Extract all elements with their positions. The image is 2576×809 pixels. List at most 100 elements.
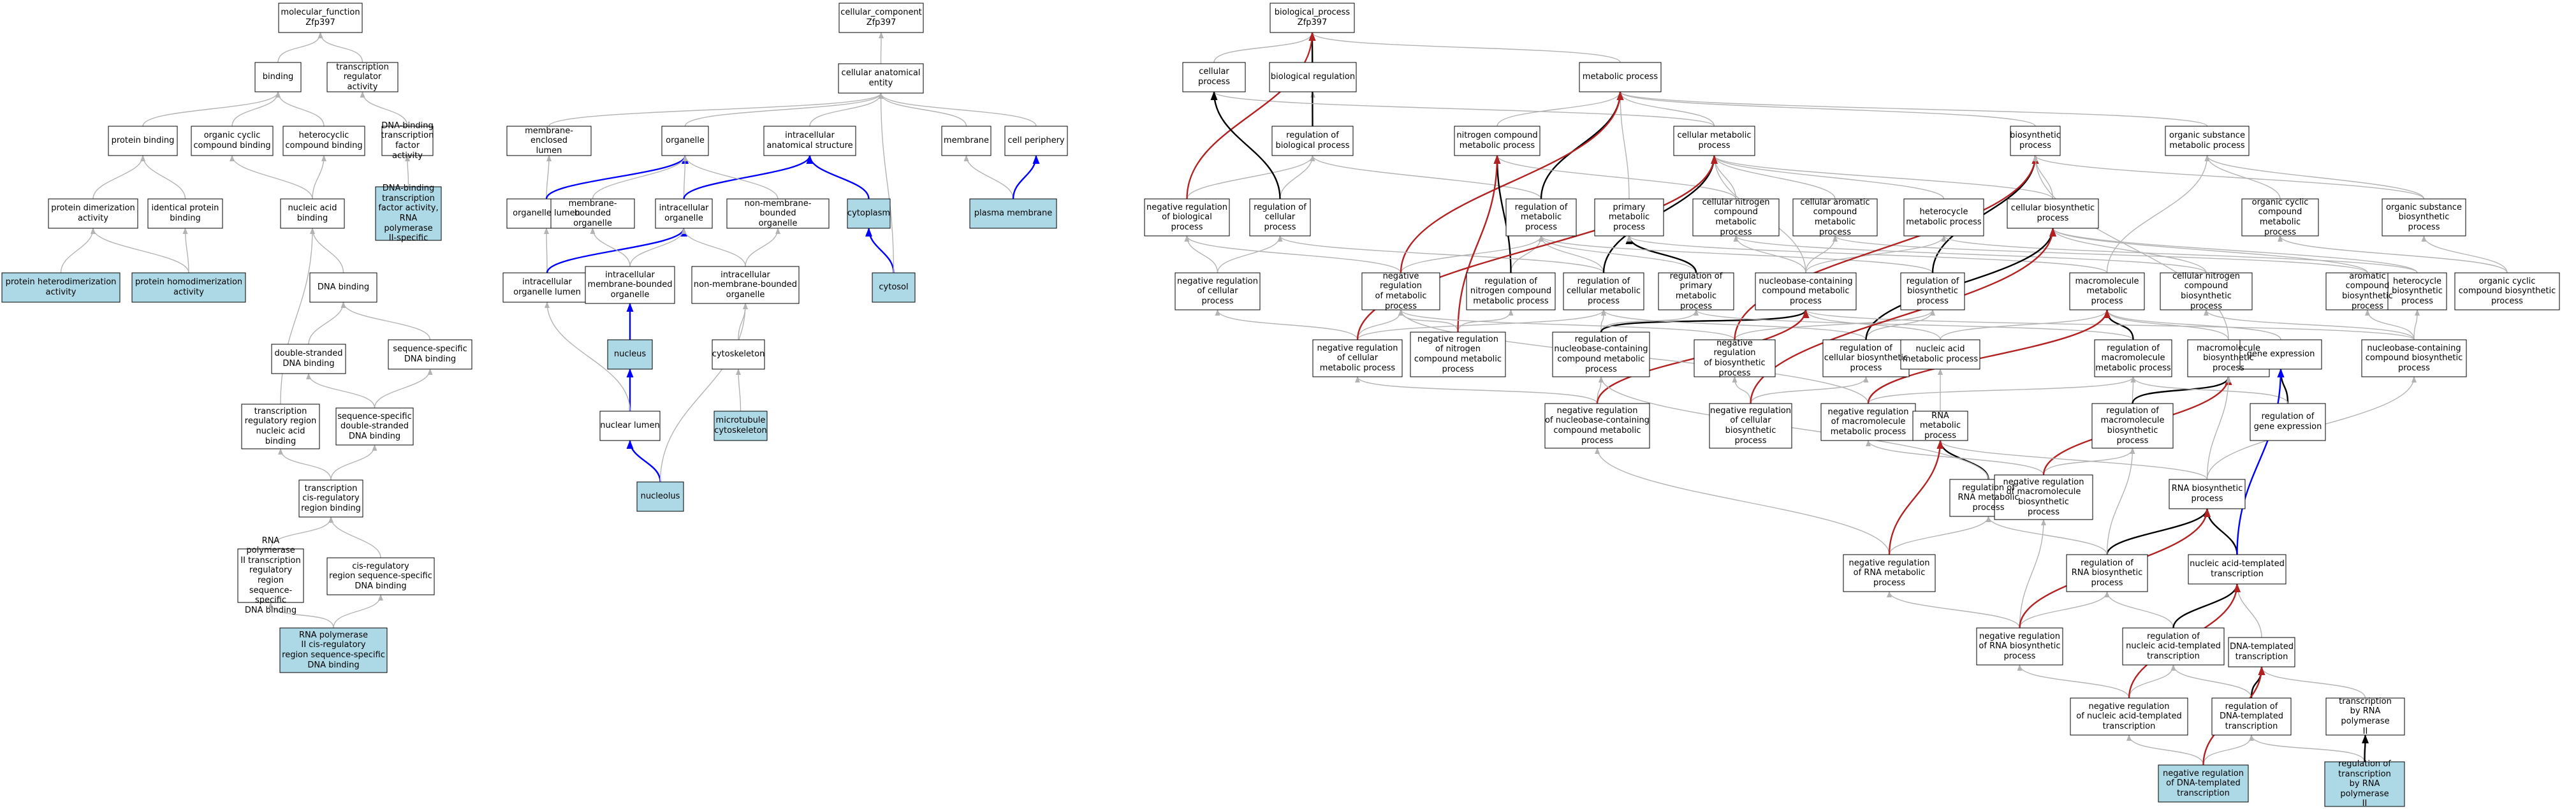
node-box-rcp[interactable] [1249,198,1311,237]
node-box-nrrnabp[interactable] [1976,627,2063,666]
node-box-rmbsp[interactable] [2091,403,2174,449]
node-box-mp[interactable] [1579,62,1662,92]
node-box-rbp[interactable] [1271,126,1354,156]
node-box-iol[interactable] [502,272,592,303]
node-box-natt[interactable] [2188,554,2287,585]
node-box-rncmp[interactable] [1466,272,1556,310]
node-box-rnamp[interactable] [1912,411,1968,441]
node-box-cmp[interactable] [1673,126,1755,156]
node-box-rnbcmp[interactable] [1552,332,1650,377]
node-box-hbp[interactable] [2387,272,2447,310]
node-box-nrcbsp[interactable] [1709,403,1792,449]
node-box-nrdtt[interactable] [2158,764,2249,803]
node-box-dbtf2[interactable] [375,186,442,241]
node-box-rnatt[interactable] [2122,627,2225,666]
node-box-inmbo[interactable] [691,266,800,304]
node-box-prot[interactable] [108,126,178,156]
node-box-mem[interactable] [941,126,992,156]
node-box-mf[interactable] [278,3,363,33]
node-box-cncmp[interactable] [1692,198,1780,237]
node-box-nab[interactable] [280,198,345,229]
node-box-rtrnap2[interactable] [2324,761,2405,807]
node-box-cc[interactable] [838,3,924,33]
node-box-idp[interactable] [147,198,223,229]
node-box-cp[interactable] [1182,62,1246,92]
node-box-cncbp[interactable] [2160,272,2253,310]
node-box-cper[interactable] [1004,126,1068,156]
node-box-occ[interactable] [191,126,274,156]
node-box-ias[interactable] [763,126,856,156]
node-box-osbp[interactable] [2382,198,2466,237]
node-box-dnab[interactable] [309,272,377,303]
node-box-trreg[interactable] [326,62,399,92]
node-box-tcrrb[interactable] [298,479,363,518]
node-box-io[interactable] [655,198,713,229]
node-box-breg[interactable] [1269,62,1357,92]
node-box-trrnab[interactable] [241,404,320,449]
node-box-nbcmp[interactable] [1755,272,1857,310]
node-box-occbp[interactable] [2454,272,2560,310]
node-box-bp[interactable] [1270,3,1355,33]
node-box-ssdna[interactable] [388,339,472,370]
node-box-rnap2tr[interactable] [237,548,304,603]
node-box-bsp[interactable] [2010,126,2061,156]
node-box-cacmp[interactable] [1792,198,1878,237]
node-box-cbsp[interactable] [2007,198,2099,229]
node-box-cae[interactable] [838,63,924,94]
node-box-cytosol[interactable] [872,272,916,303]
node-box-pm[interactable] [969,198,1057,229]
node-box-ge[interactable] [2239,339,2322,370]
node-box-mbo[interactable] [550,198,635,229]
node-box-phom[interactable] [131,272,246,303]
node-box-dbtf[interactable] [381,126,434,156]
node-box-rnabp[interactable] [2169,479,2246,509]
node-box-cisreg[interactable] [326,557,435,595]
node-box-nrncmp[interactable] [1410,332,1506,377]
node-box-osmp[interactable] [2165,126,2250,156]
node-box-nmbo[interactable] [726,198,830,229]
node-box-rpmp[interactable] [1658,272,1734,310]
node-box-pmp[interactable] [1594,198,1664,237]
node-box-rcbsp[interactable] [1822,339,1910,377]
node-box-nrcp[interactable] [1175,272,1261,310]
node-box-nrcmp[interactable] [1312,339,1403,377]
node-box-ssds[interactable] [335,407,414,446]
node-box-occmp[interactable] [2241,198,2319,237]
node-box-nuc[interactable] [607,339,653,370]
node-box-nrmp[interactable] [1361,272,1440,310]
node-box-phet[interactable] [1,272,121,303]
node-box-cyto[interactable] [847,198,891,229]
node-box-rmp[interactable] [1505,198,1577,237]
node-box-nbcbp[interactable] [2361,339,2467,377]
node-box-pdim[interactable] [48,198,138,229]
node-box-rrnabp[interactable] [2066,554,2148,592]
node-box-nrmbsp[interactable] [1994,474,2093,520]
node-box-mel[interactable] [506,126,592,156]
node-box-bind[interactable] [254,62,302,92]
node-box-nclo[interactable] [636,481,684,512]
node-box-dtt[interactable] [2228,637,2295,667]
node-box-dsdna[interactable] [271,344,346,374]
node-box-hcb[interactable] [282,126,365,156]
node-box-rge[interactable] [2250,403,2326,441]
node-box-rmmp[interactable] [2094,339,2172,377]
node-box-nrnbcmp[interactable] [1544,403,1650,449]
node-box-hmp[interactable] [1903,198,1984,237]
node-box-rcmp[interactable] [1563,272,1644,310]
node-box-rdtt[interactable] [2211,697,2292,736]
node-box-mmp[interactable] [2069,272,2145,310]
node-box-nl[interactable] [599,411,661,441]
node-box-imbo[interactable] [585,266,675,304]
node-box-rbsp[interactable] [1900,272,1965,310]
node-box-trnap2[interactable] [2325,697,2405,736]
node-box-csk[interactable] [712,339,765,370]
node-box-ncmp[interactable] [1454,126,1540,156]
node-box-nrbsp[interactable] [1694,339,1776,377]
node-box-rnap2cis[interactable] [279,627,388,673]
node-box-org[interactable] [661,126,709,156]
node-box-nrmmp[interactable] [1820,403,1916,441]
node-box-namp[interactable] [1900,339,1980,370]
node-box-nrnatt[interactable] [2070,697,2188,736]
node-box-mtc[interactable] [714,411,768,441]
node-box-nrbp[interactable] [1144,198,1230,237]
